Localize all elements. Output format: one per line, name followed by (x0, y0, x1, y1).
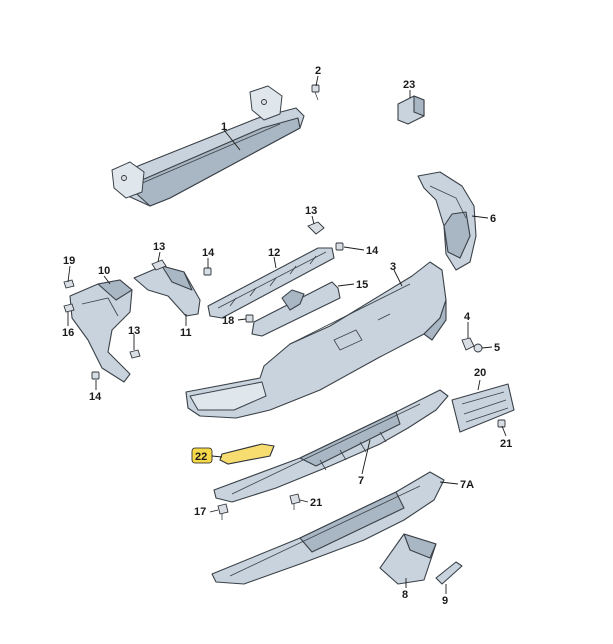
label-6: 6 (490, 213, 496, 225)
label-7a: 7A (460, 479, 474, 491)
label-4: 4 (464, 311, 471, 323)
label-21-right: 21 (500, 438, 512, 450)
part-1-impact-beam (111, 85, 305, 207)
label-13-left: 13 (153, 241, 165, 253)
label-7: 7 (358, 475, 364, 487)
label-19: 19 (63, 255, 75, 267)
part-5-nut (473, 343, 483, 353)
part-23-trim-cap (397, 95, 425, 125)
part-3-bumper-cover (185, 261, 447, 419)
part-20-plate-bracket (451, 383, 515, 433)
part-18-screw (245, 314, 254, 323)
part-8-cover-piece (379, 533, 437, 585)
part-9-clip-strip (435, 561, 463, 585)
part-6-wheel-housing-liner (417, 171, 477, 271)
part-4-sensor-holder (461, 337, 475, 351)
label-3: 3 (390, 261, 396, 273)
label-10: 10 (98, 265, 110, 277)
part-10-side-bracket-left (69, 279, 133, 383)
label-22-badge (191, 447, 213, 464)
label-14-lower: 14 (89, 391, 102, 403)
part-21-clip-bottom (289, 493, 301, 510)
label-20: 20 (474, 367, 486, 379)
label-13-upper: 13 (305, 205, 317, 217)
part-labels: 1 2 23 6 3 12 13 14 15 18 13 14 10 19 16… (62, 65, 512, 607)
part-13-clip-left (151, 259, 167, 271)
label-13-lower: 13 (128, 325, 140, 337)
label-15: 15 (356, 279, 368, 291)
part-11-guide-piece (133, 265, 201, 317)
part-2-bolt (311, 84, 320, 101)
part-7a-lower-panel (211, 471, 445, 585)
part-21-screw-right (497, 419, 506, 428)
part-15-center-bracket (251, 281, 341, 337)
part-7-diffuser (213, 389, 449, 503)
label-18: 18 (222, 315, 234, 327)
label-8: 8 (402, 589, 408, 601)
label-16: 16 (62, 327, 74, 339)
part-14-bolt-lower-left (91, 371, 100, 380)
label-14-left: 14 (202, 247, 215, 259)
label-12: 12 (268, 247, 280, 259)
part-16-clip (63, 303, 75, 313)
part-22-reflector-strip (219, 443, 275, 465)
label-17: 17 (194, 506, 206, 518)
part-14-bolt-left-top (203, 267, 212, 276)
label-5: 5 (494, 342, 500, 354)
label-1: 1 (221, 121, 227, 133)
label-22: 22 (195, 451, 207, 463)
label-11: 11 (180, 327, 192, 339)
label-23: 23 (403, 79, 415, 91)
part-17-clip (217, 503, 229, 520)
part-14-bolt-upper (335, 242, 344, 251)
part-13-clip-upper (307, 221, 325, 235)
label-21-bottom: 21 (310, 497, 322, 509)
leader-lines (67, 75, 507, 594)
label-2: 2 (315, 65, 321, 77)
label-14-upper: 14 (366, 245, 379, 257)
part-12-guide-bracket (207, 247, 335, 319)
part-19-clip (63, 279, 75, 289)
label-9: 9 (442, 595, 448, 607)
part-13-clip-lower (129, 349, 141, 359)
